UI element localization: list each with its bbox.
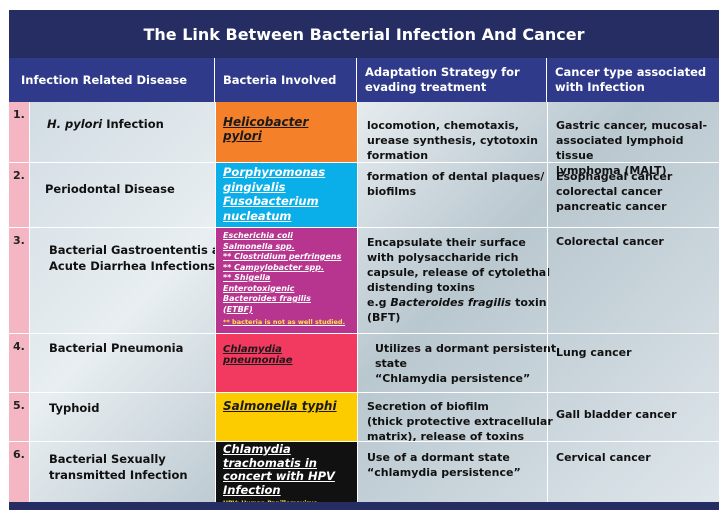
grid-divider [547,102,548,510]
bacteria-cell: Helicobacter pylori [215,102,357,162]
row-number: 3. [9,228,29,333]
table-header: Infection Related Disease Bacteria Invol… [9,58,719,102]
header-bacteria: Bacteria Involved [215,58,357,102]
infographic-frame: The Link Between Bacterial Infection And… [9,10,719,510]
bottom-bar [9,502,719,510]
bacteria-note: ** bacteria is not as well studied. [223,318,346,326]
bacteria-cell: Porphyromonas gingivalis Fusobacterium n… [215,163,357,227]
row-disease: Typhoid [49,401,100,415]
bacteria-cell: Escherichia coli Salmonella spp. ** Clos… [215,228,357,333]
header-strategy: Adaptation Strategy for evading treatmen… [357,58,547,102]
strategy-cell: Secretion of biofilm (thick protective e… [367,400,553,443]
grid-divider [29,102,30,510]
bacteria-cell: Chlamydia trachomatis in concert with HP… [215,442,357,507]
strategy-cell: locomotion, chemotaxis, urease synthesis… [367,119,538,162]
cancer-cell: Cervical cancer [556,451,651,464]
row-disease: Bacterial Gastroententis and Acute Diarr… [49,243,237,273]
row-number: 1. [9,102,29,162]
row-number: 4. [9,334,29,392]
title-bar: The Link Between Bacterial Infection And… [9,10,719,58]
page-title: The Link Between Bacterial Infection And… [143,24,585,44]
row-disease: Bacterial Pneumonia [49,341,184,355]
row-disease: H. pylori Infection [47,117,164,131]
grid-divider [9,392,719,393]
bacteria-cell: Salmonella typhi [215,393,357,441]
row-disease: Bacterial Sexually transmitted Infection [49,452,188,482]
header-cancer: Cancer type associated with Infection [555,65,707,94]
row-number: 2. [9,163,29,227]
header-disease: Infection Related Disease [9,58,215,102]
strategy-cell: Use of a dormant state “chlamydia persis… [367,451,521,479]
row-number: 6. [9,442,29,502]
grid-divider [357,102,358,510]
strategy-cell: Utilizes a dormant persistent state “Chl… [375,342,557,385]
cancer-cell: Gall bladder cancer [556,408,677,421]
grid-divider [9,441,719,442]
grid-divider [9,162,719,163]
grid-divider [9,333,719,334]
grid-divider [215,102,216,510]
cancer-cell: Lung cancer [556,346,632,359]
cancer-cell: Colorectal cancer [556,235,664,248]
strategy-cell: Encapsulate their surface with polysacch… [367,236,551,324]
strategy-cell: formation of dental plaques/ biofilms [367,170,545,198]
cancer-cell: Esophageal cancer colorectal cancer panc… [556,170,673,213]
grid-divider [9,227,719,228]
cancer-cell: Gastric cancer, mucosal- associated lymp… [556,119,708,177]
row-number: 5. [9,393,29,441]
row-disease: Periodontal Disease [45,182,175,196]
bacteria-cell: Chlamydia pneumoniae [215,334,357,392]
